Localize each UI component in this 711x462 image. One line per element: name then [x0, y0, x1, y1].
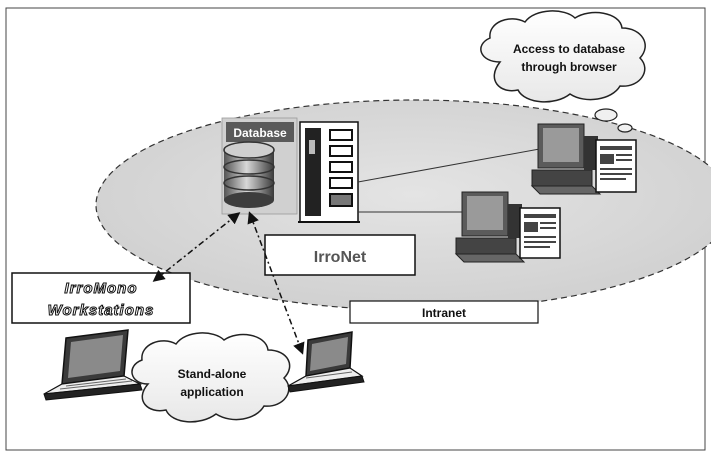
laptop-icon [287, 331, 365, 393]
irronet-box: IrroNet [264, 234, 416, 276]
desktop-pc-icon [530, 123, 637, 195]
arrow-workstations-database [152, 212, 241, 282]
irromono-label-line2: Workstations [48, 302, 155, 319]
server-tower-icon [298, 121, 360, 223]
cloud-standalone-line1: Stand-alone [178, 367, 247, 381]
intranet-label: Intranet [422, 306, 466, 320]
database-icon [223, 141, 275, 208]
link-server-pc1 [357, 147, 546, 183]
database-block: Database [221, 117, 298, 215]
laptop-icon [43, 329, 143, 401]
irromono-label-line1: IrroMono [65, 280, 138, 297]
arrow-database-laptop [247, 211, 305, 355]
database-label: Database [233, 126, 287, 140]
cloud-browser-line1: Access to database [513, 42, 625, 56]
desktop-pc-icon [454, 191, 561, 263]
cloud-standalone-line2: application [180, 385, 243, 399]
cloud-browser: Access to database through browser [480, 10, 646, 133]
cloud-browser-line2: through browser [521, 60, 617, 74]
irromono-box: IrroMono Workstations [11, 272, 191, 324]
irronet-label: IrroNet [314, 249, 367, 266]
intranet-box: Intranet [349, 300, 539, 324]
cloud-standalone: Stand-alone application [131, 332, 291, 423]
